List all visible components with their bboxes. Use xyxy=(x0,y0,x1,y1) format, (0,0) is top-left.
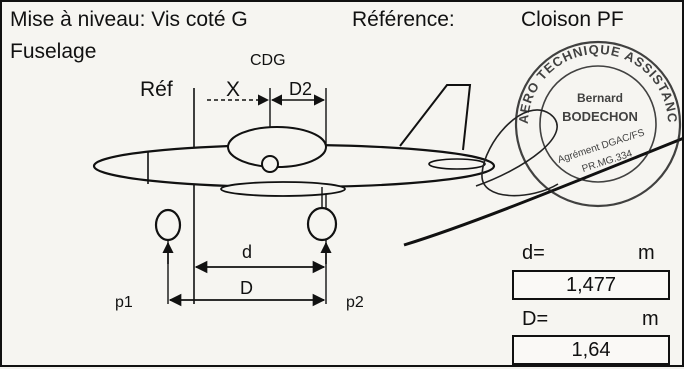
D-result-value: 1,64 xyxy=(512,335,670,365)
nose-wheel xyxy=(154,208,182,242)
d2-label: D2 xyxy=(289,79,313,99)
signature-loop xyxy=(475,109,559,197)
p2-label: p2 xyxy=(346,294,364,311)
signature-stroke xyxy=(403,136,684,247)
cdg-label: CDG xyxy=(250,52,286,69)
main-wheel xyxy=(306,206,338,242)
cg-marker xyxy=(261,155,279,173)
vertical-stabilizer xyxy=(399,84,472,151)
d-label: d xyxy=(242,242,253,262)
section-subtitle: Fuselage xyxy=(10,40,97,63)
D-result-label: D= xyxy=(522,308,549,330)
D-label: D xyxy=(240,278,253,298)
reference-label: Référence: xyxy=(352,8,455,31)
x-label: X xyxy=(226,78,241,101)
horizontal-stabilizer xyxy=(428,158,486,170)
page-title: Mise à niveau: Vis coté G xyxy=(10,8,248,31)
d-result-label: d= xyxy=(522,242,545,264)
lower-fairing xyxy=(220,181,346,197)
D-result-unit: m xyxy=(642,308,659,330)
d-result-unit: m xyxy=(638,242,655,264)
reference-value: Cloison PF xyxy=(521,8,624,31)
stamp-name-last: BODECHON xyxy=(562,109,638,124)
d-result-value: 1,477 xyxy=(512,270,670,300)
p1-label: p1 xyxy=(115,294,133,311)
ref-label: Réf xyxy=(140,78,173,101)
stamp-name-first: Bernard xyxy=(577,91,623,105)
